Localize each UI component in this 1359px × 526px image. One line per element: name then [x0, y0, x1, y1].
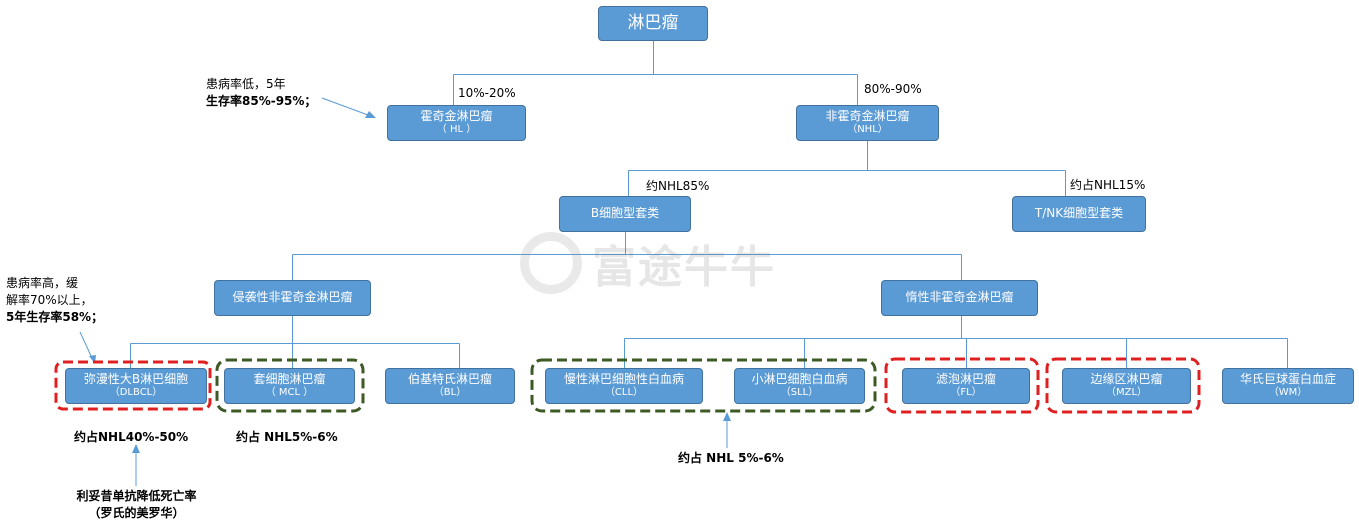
watermark: 富途牛牛: [520, 228, 850, 298]
node-title: 非霍奇金淋巴瘤: [825, 109, 910, 124]
connector-root: [453, 41, 858, 105]
node-wm: 华氏巨球蛋白血症 （WM）: [1222, 368, 1354, 404]
cll-share-arrow-head: [723, 412, 731, 421]
node-mzl: 边缘区淋巴瘤 （MZL）: [1062, 368, 1191, 404]
dlbcl-note-line2: 解率70%以上，: [6, 293, 93, 307]
node-cll: 慢性淋巴细胞性白血病 （CLL）: [545, 368, 703, 404]
node-title: 华氏巨球蛋白血症: [1239, 372, 1336, 387]
connector-bcell: [292, 232, 962, 280]
node-nhl: 非霍奇金淋巴瘤 （NHL）: [796, 105, 939, 141]
dlbcl-note: 患病率高，缓 解率70%以上， 5年生存率58%；: [6, 275, 103, 326]
node-lymphoma: 淋巴瘤: [598, 6, 708, 41]
node-title: 侵袭性非霍奇金淋巴瘤: [232, 290, 353, 305]
node-title: 滤泡淋巴瘤: [935, 372, 996, 387]
hl-note-arrow-line: [321, 97, 369, 116]
dlbcl-share: 约占NHL40%-50%: [74, 430, 189, 444]
highlight-fl: [884, 357, 1040, 414]
node-abbr: （CLL）: [604, 387, 644, 399]
node-title: 淋巴瘤: [627, 12, 679, 33]
node-title: T/NK细胞型套类: [1034, 206, 1124, 221]
highlight-mzl: [1045, 357, 1201, 414]
watermark-text: 富途牛牛: [592, 242, 776, 293]
node-bl: 伯基特氏淋巴瘤 （BL）: [385, 368, 515, 404]
node-abbr: （ MCL ）: [265, 387, 314, 399]
dlbcl-note-line1: 患病率高，缓: [6, 276, 79, 290]
drug-note-line1: 利妥昔单抗降低死亡率: [76, 489, 197, 503]
node-hl: 霍奇金淋巴瘤 （ HL ）: [387, 105, 526, 141]
node-abbr: （FL）: [950, 387, 982, 399]
node-aggressive-nhl: 侵袭性非霍奇金淋巴瘤: [214, 280, 371, 316]
node-tnk: T/NK细胞型套类: [1012, 196, 1146, 232]
node-title: 弥漫性大B淋巴细胞: [83, 372, 189, 387]
edge-label-nhl: 80%-90%: [864, 82, 922, 96]
node-dlbcl: 弥漫性大B淋巴细胞 （DLBCL）: [65, 368, 207, 404]
watermark-logo-icon: [520, 232, 582, 294]
hl-note-line2: 生存率85%-95%；: [206, 94, 317, 108]
highlight-mcl: [215, 358, 365, 413]
hl-note-arrow-head: [365, 111, 376, 118]
node-title: 慢性淋巴细胞性白血病: [563, 372, 684, 387]
highlight-dlbcl: [54, 360, 212, 411]
node-abbr: （MZL）: [1105, 387, 1148, 399]
dlbcl-note-arrow-line: [79, 331, 93, 359]
drug-arrow-head: [132, 444, 140, 453]
node-abbr: （BL）: [433, 387, 467, 399]
node-title: 边缘区淋巴瘤: [1090, 372, 1163, 387]
node-abbr: （SLL）: [780, 387, 819, 399]
edge-label-bcell: 约NHL85%: [646, 179, 710, 193]
node-title: 套细胞淋巴瘤: [253, 372, 326, 387]
node-abbr: （DLBCL）: [109, 387, 163, 399]
node-fl: 滤泡淋巴瘤 （FL）: [902, 368, 1030, 404]
highlight-cll-sll: [530, 358, 877, 413]
node-title: 小淋巴细胞白血病: [751, 372, 848, 387]
node-indolent-nhl: 惰性非霍奇金淋巴瘤: [881, 280, 1038, 316]
hl-note-line1: 患病率低，5年: [206, 77, 286, 91]
node-title: 霍奇金淋巴瘤: [420, 109, 493, 124]
node-abbr: （NHL）: [847, 124, 888, 136]
node-abbr: （WM）: [1268, 387, 1308, 399]
connector-aggressive: [130, 316, 460, 368]
cll-sll-share: 约占 NHL 5%-6%: [678, 451, 784, 465]
node-mcl: 套细胞淋巴瘤 （ MCL ）: [224, 368, 355, 404]
node-sll: 小淋巴细胞白血病 （SLL）: [734, 368, 865, 404]
drug-note: 利妥昔单抗降低死亡率 （罗氏的美罗华）: [65, 488, 208, 522]
connector-nhl: [628, 141, 1066, 196]
node-title: 伯基特氏淋巴瘤: [407, 372, 492, 387]
edge-label-tnk: 约占NHL15%: [1070, 178, 1146, 192]
node-abbr: （ HL ）: [436, 124, 477, 136]
node-title: B细胞型套类: [590, 206, 660, 221]
connector-indolent: [624, 316, 1288, 368]
dlbcl-note-line3: 5年生存率58%；: [6, 310, 104, 324]
hl-note: 患病率低，5年 生存率85%-95%；: [206, 76, 316, 110]
mcl-share: 约占 NHL5%-6%: [236, 430, 338, 444]
node-title: 惰性非霍奇金淋巴瘤: [905, 290, 1014, 305]
node-bcell: B细胞型套类: [559, 196, 691, 232]
edge-label-hl: 10%-20%: [458, 86, 516, 100]
drug-note-line2: （罗氏的美罗华）: [88, 506, 185, 520]
